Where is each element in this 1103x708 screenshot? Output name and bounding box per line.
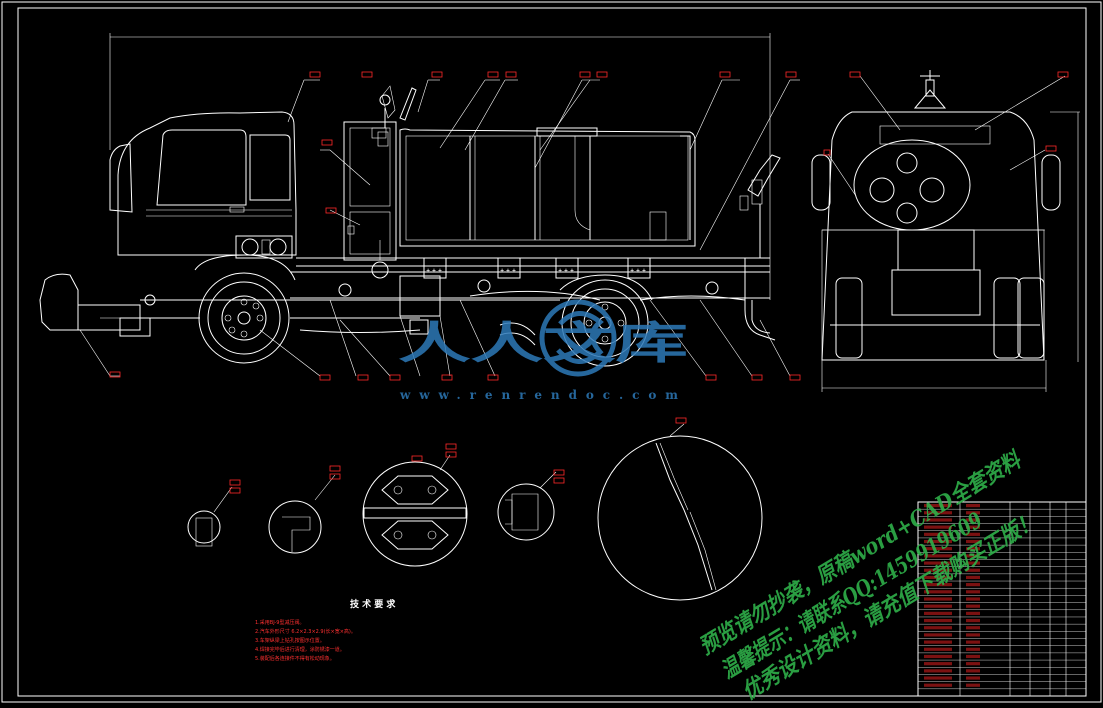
table-cell-mark (966, 532, 980, 536)
svg-text:+ + +: + + + (426, 268, 442, 274)
front-attachment (39, 273, 79, 331)
svg-text:+ + +: + + + (500, 268, 516, 274)
table-cell-mark (966, 583, 980, 587)
table-cell-mark (966, 669, 980, 673)
table-cell-mark (966, 590, 980, 594)
table-cell-mark (966, 525, 980, 529)
tech-note-3: 3.车架纵梁上钻孔按图示位置。 (255, 637, 325, 644)
table-cell-mark (924, 597, 952, 601)
table-cell-mark (924, 518, 952, 522)
table-cell-mark (966, 611, 980, 615)
parts-list-table (917, 501, 1087, 697)
table-cell-mark (924, 525, 952, 529)
table-cell-mark (966, 618, 980, 623)
table-cell-mark (924, 532, 952, 536)
table-cell-mark (966, 568, 980, 572)
side-view: + + + + + + + + + + + + (39, 33, 801, 381)
table-cell-mark (966, 518, 980, 522)
table-cell-mark (966, 633, 980, 637)
technical-requirements: 技 术 要 求 1.采用BJ-9型减压阀。 2.汽车外形尺寸 6.2×2.3×2… (255, 598, 396, 662)
tech-title: 技 术 要 求 (350, 598, 396, 610)
table-cell-mark (924, 583, 952, 587)
table-cell-mark (924, 640, 952, 644)
tech-note-2: 2.汽车外形尺寸 6.2×2.3×2.9(长×宽×高)。 (255, 628, 356, 635)
table-cell-mark (924, 575, 952, 580)
table-cell-mark (924, 547, 952, 551)
table-cell-mark (924, 611, 952, 615)
table-cell-mark (966, 539, 980, 544)
table-cell-mark (924, 654, 952, 659)
table-cell-mark (966, 662, 980, 666)
renrendoc-logo-icon (539, 299, 617, 377)
table-cell-mark (924, 662, 952, 666)
table-cell-mark (924, 539, 952, 544)
table-cell-mark (966, 504, 980, 508)
svg-text:+ + +: + + + (630, 268, 646, 274)
table-cell-mark (966, 561, 980, 565)
table-cell-mark (966, 575, 980, 580)
table-cell-mark (924, 626, 952, 630)
table-cell-mark (966, 640, 980, 644)
tech-note-5: 5.装配后各连接件不得有松动现象。 (255, 655, 335, 662)
table-cell-mark (924, 618, 952, 623)
rear-view (811, 70, 1080, 392)
table-cell-mark (924, 590, 952, 594)
table-cell-mark (966, 604, 980, 608)
table-cell-mark (924, 604, 952, 608)
table-cell-mark (966, 547, 980, 551)
notice-watermark: 预览请勿抄袭，原稿word+CAD全套资料 温馨提示：请联系QQ:1459919… (695, 446, 1043, 705)
brand-name: 人人文库 (398, 318, 688, 369)
table-cell-mark (924, 568, 952, 572)
table-cell-mark (966, 626, 980, 630)
cab-mirror (109, 143, 133, 213)
water-tank (399, 128, 696, 247)
cab-door-window (249, 134, 291, 201)
table-cell-mark (924, 633, 952, 637)
tech-note-1: 1.采用BJ-9型减压阀。 (255, 619, 304, 626)
table-cell-mark (924, 561, 952, 565)
inner-frame (17, 7, 1087, 697)
table-cell-mark (966, 683, 980, 687)
table-cell-mark (924, 669, 952, 673)
rear-spray-bar (744, 258, 776, 341)
cab-outline (117, 111, 297, 256)
pump-unit (235, 235, 293, 259)
table-cell-mark (966, 647, 980, 651)
table-cell-mark (966, 676, 980, 680)
table-cell-mark (966, 597, 980, 601)
svg-text:+ + +: + + + (558, 268, 574, 274)
front-wheel (198, 272, 290, 364)
table-cell-mark (924, 683, 952, 687)
table-cell-mark (924, 504, 952, 508)
table-cell-mark (966, 554, 980, 558)
brand-url: www.renrendoc.com (399, 388, 678, 402)
equipment-cabinet (343, 121, 397, 261)
brand-watermark: 人人文库 www.renrendoc.com (398, 299, 688, 402)
table-cell-mark (924, 647, 952, 651)
table-cell-mark (966, 511, 980, 515)
cab-windshield (156, 129, 247, 206)
detail-views (187, 417, 763, 601)
table-cell-mark (966, 654, 980, 659)
table-cell-mark (924, 554, 952, 558)
table-cell-mark (924, 511, 952, 515)
table-cell-mark (924, 676, 952, 680)
tech-note-4: 4.焊接完毕后进行清理，涂防锈漆一道。 (255, 646, 345, 653)
